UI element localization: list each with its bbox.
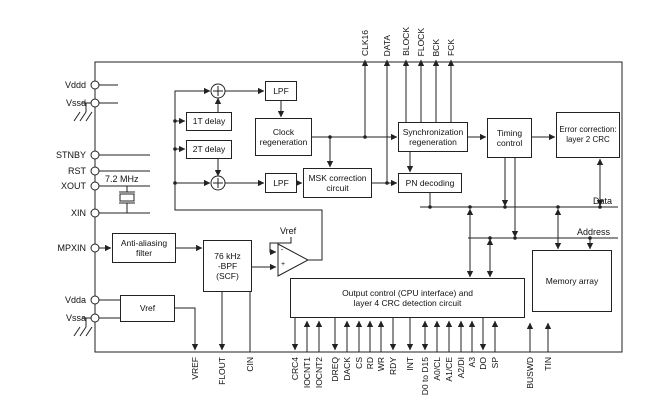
crystal-frequency-label: 7.2 MHz <box>105 174 139 184</box>
block-bpf-scf: 76 kHz -BPF (SCF) <box>203 240 252 292</box>
pin-label-do: DO <box>478 357 488 370</box>
pin-label-dack: DACK <box>342 357 352 381</box>
pin-label-vdda: Vdda <box>64 295 86 305</box>
pin-label-vref: VREF <box>190 357 200 380</box>
data-bus-label: Data <box>593 196 613 206</box>
pin-label-d0-d15: D0 to D15 <box>420 357 430 396</box>
pin-label-crc4: CRC4 <box>290 357 300 381</box>
pin-label-sp: SP <box>490 357 500 369</box>
block-2t-delay: 2T delay <box>186 140 232 159</box>
block-error-correction: Error correction: layer 2 CRC <box>556 112 620 158</box>
pin-label-tin: TIN <box>543 357 553 371</box>
pin-label-fck: FCK <box>446 39 456 56</box>
adder-bottom-icon <box>210 175 226 191</box>
block-lpf-bottom: LPF <box>265 173 297 193</box>
pin-label-data: DATA <box>382 34 392 56</box>
block-clock-regeneration: Clock regeneration <box>255 118 312 156</box>
pin-label-cs: CS <box>354 357 364 369</box>
pin-label-mpxin: MPXIN <box>57 243 86 253</box>
adder-top-icon <box>210 83 226 99</box>
block-timing-control: Timing control <box>487 118 532 158</box>
pin-label-dreq: DREQ <box>330 357 340 382</box>
block-msk-correction: MSK correction circuit <box>303 168 372 198</box>
address-bus-label: Address <box>577 227 611 237</box>
block-lpf-top: LPF <box>265 81 297 101</box>
pin-circles <box>90 80 100 323</box>
pin-label-vssd: Vssd <box>65 98 86 108</box>
pin-label-xin: XIN <box>70 208 86 218</box>
comparator-vref-label: Vref <box>280 226 297 236</box>
comparator-icon <box>277 243 310 277</box>
block-sync-regeneration: Synchronization regeneration <box>398 122 468 152</box>
comparator-plus-label: + <box>281 261 286 268</box>
block-vref-generator: Vref <box>120 295 175 322</box>
pin-label-block: BLOCK <box>401 27 411 56</box>
pin-label-flock: FLOCK <box>416 27 426 56</box>
signal-wires <box>99 59 618 352</box>
pin-label-cin: CIN <box>245 357 255 372</box>
pin-label-rdy: RDY <box>388 357 398 375</box>
block-anti-aliasing-filter: Anti-aliasing filter <box>112 233 176 263</box>
block-output-control: Output control (CPU interface) and layer… <box>290 278 525 318</box>
pin-label-a0-cl: A0/CL <box>432 357 442 381</box>
ground-vssd-icon <box>73 102 93 122</box>
pin-label-xout: XOUT <box>60 181 86 191</box>
pin-label-a2-di: A2/DI <box>456 357 466 379</box>
pin-label-iocnt2: IOCNT2 <box>314 357 324 389</box>
crystal-icon <box>119 186 135 213</box>
block-memory-array: Memory array <box>532 250 612 312</box>
pin-label-wr: WR <box>376 357 386 372</box>
pin-label-stnby: STNBY <box>55 150 86 160</box>
comparator-minus-label: - <box>281 247 284 254</box>
pin-label-int: INT <box>405 357 415 371</box>
pin-label-vssa: Vssa <box>65 313 86 323</box>
junction-dots <box>173 119 602 240</box>
pin-label-rd: RD <box>365 357 375 370</box>
pin-label-vddd: Vddd <box>64 80 86 90</box>
ground-vssa-icon <box>73 317 93 337</box>
pin-label-flout: FLOUT <box>217 357 227 385</box>
pin-label-rst: RST <box>68 166 86 176</box>
block-pn-decoding: PN decoding <box>398 173 462 193</box>
pin-label-a1-ce: A1/CE <box>444 357 454 382</box>
pin-label-a3: A3 <box>467 357 477 368</box>
pin-label-clk16: CLK16 <box>360 30 370 56</box>
pin-label-buswd: BUSWD <box>525 357 535 389</box>
block-1t-delay: 1T delay <box>186 112 232 131</box>
pin-label-iocnt1: IOCNT1 <box>302 357 312 389</box>
pin-label-bck: BCK <box>431 38 441 56</box>
